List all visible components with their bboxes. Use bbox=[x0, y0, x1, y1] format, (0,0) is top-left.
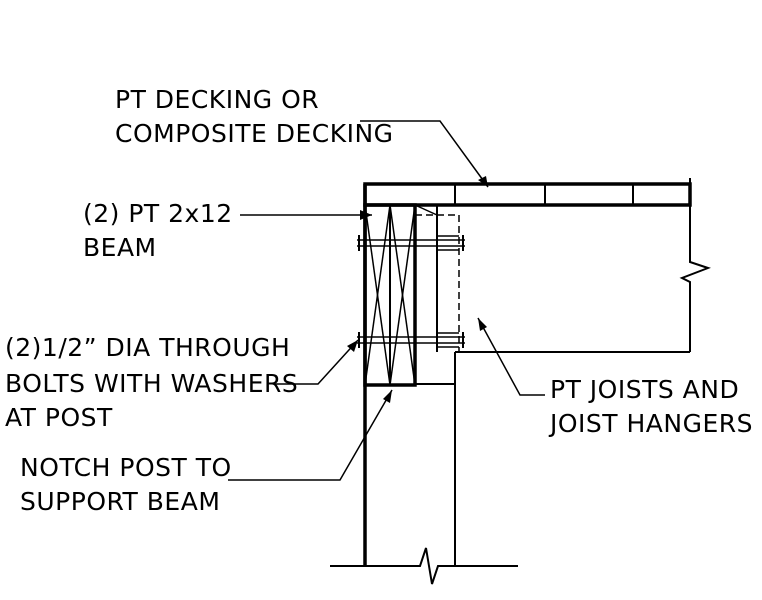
label-bolts-line3: AT POST bbox=[5, 403, 113, 432]
joist bbox=[455, 205, 711, 353]
beam bbox=[363, 203, 417, 387]
decking bbox=[363, 178, 692, 207]
ground-break-line bbox=[330, 547, 518, 585]
label-decking-line1: PT DECKING OR bbox=[115, 85, 319, 114]
leader-joists bbox=[477, 317, 545, 396]
leader-decking bbox=[360, 120, 489, 188]
label-joists-line2: JOIST HANGERS bbox=[548, 409, 753, 438]
through-bolt-top bbox=[357, 235, 465, 251]
label-joists-line1: PT JOISTS AND bbox=[550, 375, 739, 404]
label-beam-line1: (2) PT 2x12 bbox=[83, 199, 233, 228]
label-decking-line2: COMPOSITE DECKING bbox=[115, 119, 394, 148]
label-notch-line1: NOTCH POST TO bbox=[20, 453, 232, 482]
leader-notch bbox=[228, 389, 393, 481]
label-bolts-line2: BOLTS WITH WASHERS bbox=[5, 369, 298, 398]
joist-hanger bbox=[414, 204, 460, 352]
label-beam-line2: BEAM bbox=[83, 233, 157, 262]
through-bolt-bottom bbox=[357, 332, 465, 348]
label-bolts-line1: (2)1/2” DIA THROUGH bbox=[5, 333, 290, 362]
label-notch-line2: SUPPORT BEAM bbox=[20, 487, 220, 516]
leader-beam bbox=[240, 210, 372, 220]
leader-bolts bbox=[275, 339, 359, 385]
